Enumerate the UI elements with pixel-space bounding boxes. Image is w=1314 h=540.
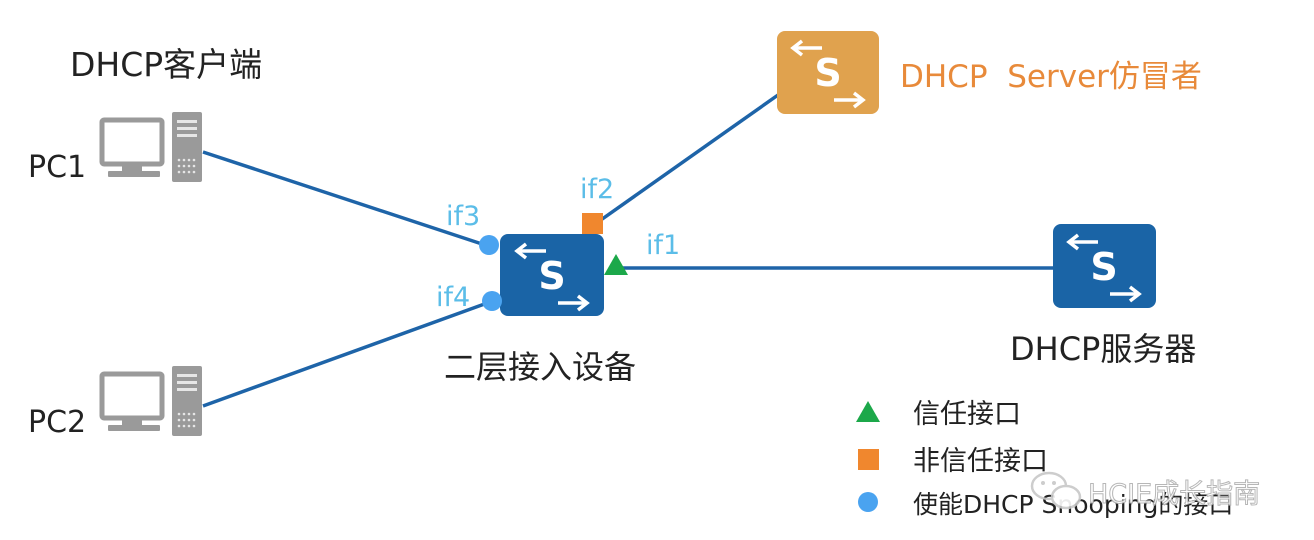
svg-text:S: S	[814, 51, 841, 95]
computer-icon	[102, 366, 202, 436]
pc1-label: PC1	[28, 150, 86, 185]
legend-trusted-label: 信任接口	[913, 399, 1021, 430]
fake-dhcp-server: S DHCP Server仿冒者	[777, 31, 1202, 114]
legend-untrusted-icon	[858, 449, 879, 470]
interface-labels: if2 if3 if1 if4	[436, 174, 680, 313]
links	[202, 93, 1056, 408]
legend-snooping-icon	[858, 492, 878, 512]
access-switch-label: 二层接入设备	[444, 348, 636, 386]
switch-icon: S	[515, 242, 589, 312]
if2-label: if2	[580, 174, 614, 205]
pc2-label: PC2	[28, 405, 86, 440]
link-pc1-switch	[202, 150, 486, 247]
snooping-port-marker-if4	[482, 291, 502, 311]
svg-text:S: S	[538, 254, 565, 298]
pc1: PC1	[28, 112, 202, 185]
svg-text:S: S	[1090, 245, 1117, 289]
untrusted-port-marker	[582, 213, 603, 234]
legend-trusted-icon	[856, 401, 880, 422]
computer-icon	[102, 112, 202, 182]
switch-icon: S	[791, 39, 865, 109]
if1-label: if1	[646, 230, 680, 261]
watermark-text: HCIE成长指南	[1088, 479, 1260, 510]
dhcp-clients-label: DHCP客户端	[70, 45, 262, 84]
fake-server-label: DHCP Server仿冒者	[900, 59, 1202, 95]
pc2: PC2	[28, 366, 202, 440]
link-pc2-switch	[202, 300, 491, 408]
if4-label: if4	[436, 282, 470, 313]
access-switch: S 二层接入设备	[444, 234, 636, 386]
watermark: HCIE成长指南	[1030, 471, 1261, 511]
interface-markers	[479, 213, 628, 311]
wechat-icon	[1030, 471, 1082, 510]
dhcp-server-label: DHCP服务器	[1010, 330, 1196, 368]
if3-label: if3	[446, 201, 480, 232]
link-switch-fake-server	[596, 93, 780, 224]
trusted-port-marker	[604, 254, 628, 275]
switch-icon: S	[1067, 233, 1141, 303]
legend-untrusted-label: 非信任接口	[913, 446, 1048, 477]
snooping-port-marker-if3	[479, 235, 499, 255]
dhcp-server: S DHCP服务器	[1010, 224, 1196, 368]
